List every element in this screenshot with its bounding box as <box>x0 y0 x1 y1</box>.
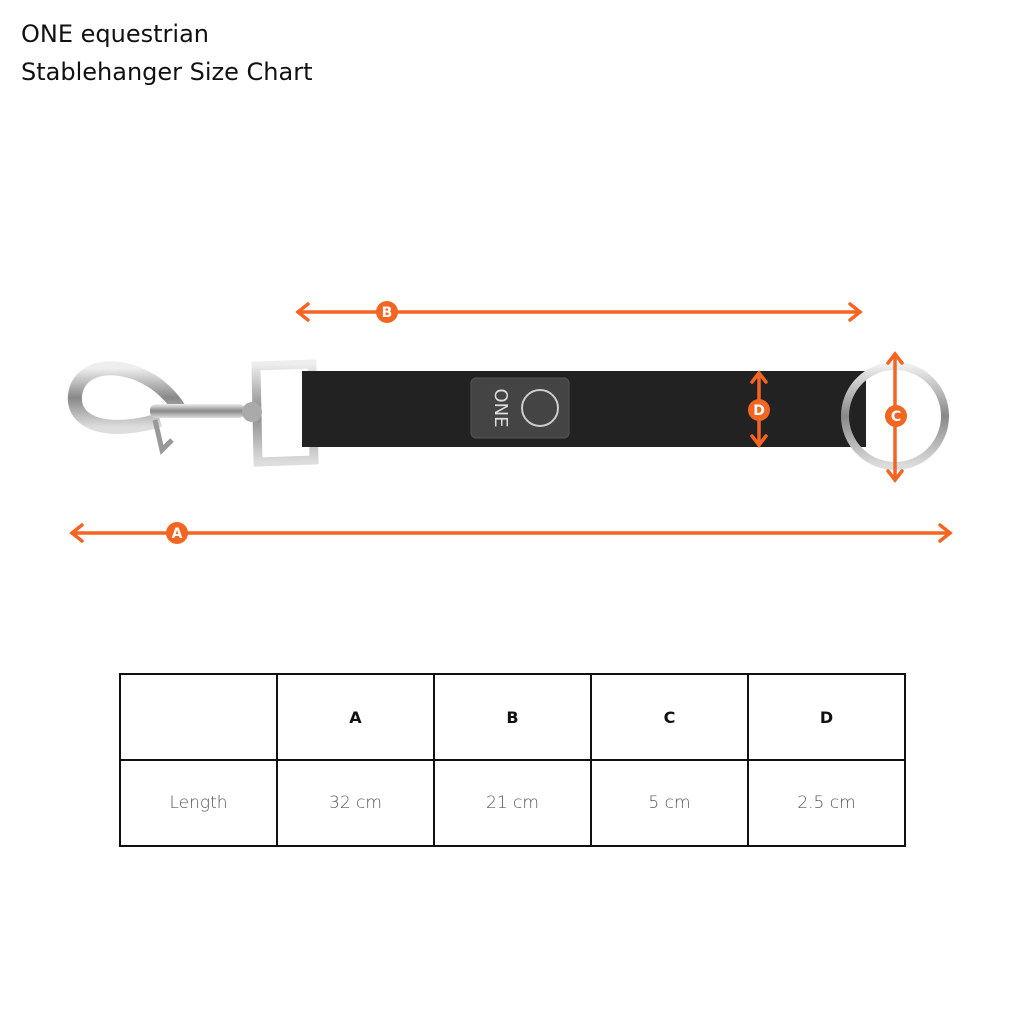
value-b: 21 cm <box>433 759 592 847</box>
logo-patch: ONE <box>470 377 570 439</box>
value-c: 5 cm <box>590 759 749 847</box>
snap-hook <box>67 359 319 467</box>
marker-a: A <box>172 526 183 542</box>
value-d: 2.5 cm <box>747 759 906 847</box>
table-header-row: A B C D <box>119 673 906 761</box>
header-cell-d: D <box>747 673 906 761</box>
brand-title: ONE equestrian <box>21 20 209 48</box>
row-label: Length <box>119 759 278 847</box>
page-title: Stablehanger Size Chart <box>21 58 313 86</box>
header-cell-b: B <box>433 673 592 761</box>
product-diagram: ONE B A D C <box>67 301 953 544</box>
strap <box>302 371 866 447</box>
header-cell-empty <box>119 673 278 761</box>
svg-text:ONE: ONE <box>490 388 511 427</box>
marker-c: C <box>891 409 901 425</box>
header-cell-c: C <box>590 673 749 761</box>
size-table: A B C D Length 32 cm 21 cm 5 cm 2.5 cm <box>119 673 906 847</box>
value-a: 32 cm <box>276 759 435 847</box>
marker-b: B <box>382 305 393 321</box>
marker-d: D <box>753 403 765 419</box>
table-row: Length 32 cm 21 cm 5 cm 2.5 cm <box>119 759 906 847</box>
header-cell-a: A <box>276 673 435 761</box>
